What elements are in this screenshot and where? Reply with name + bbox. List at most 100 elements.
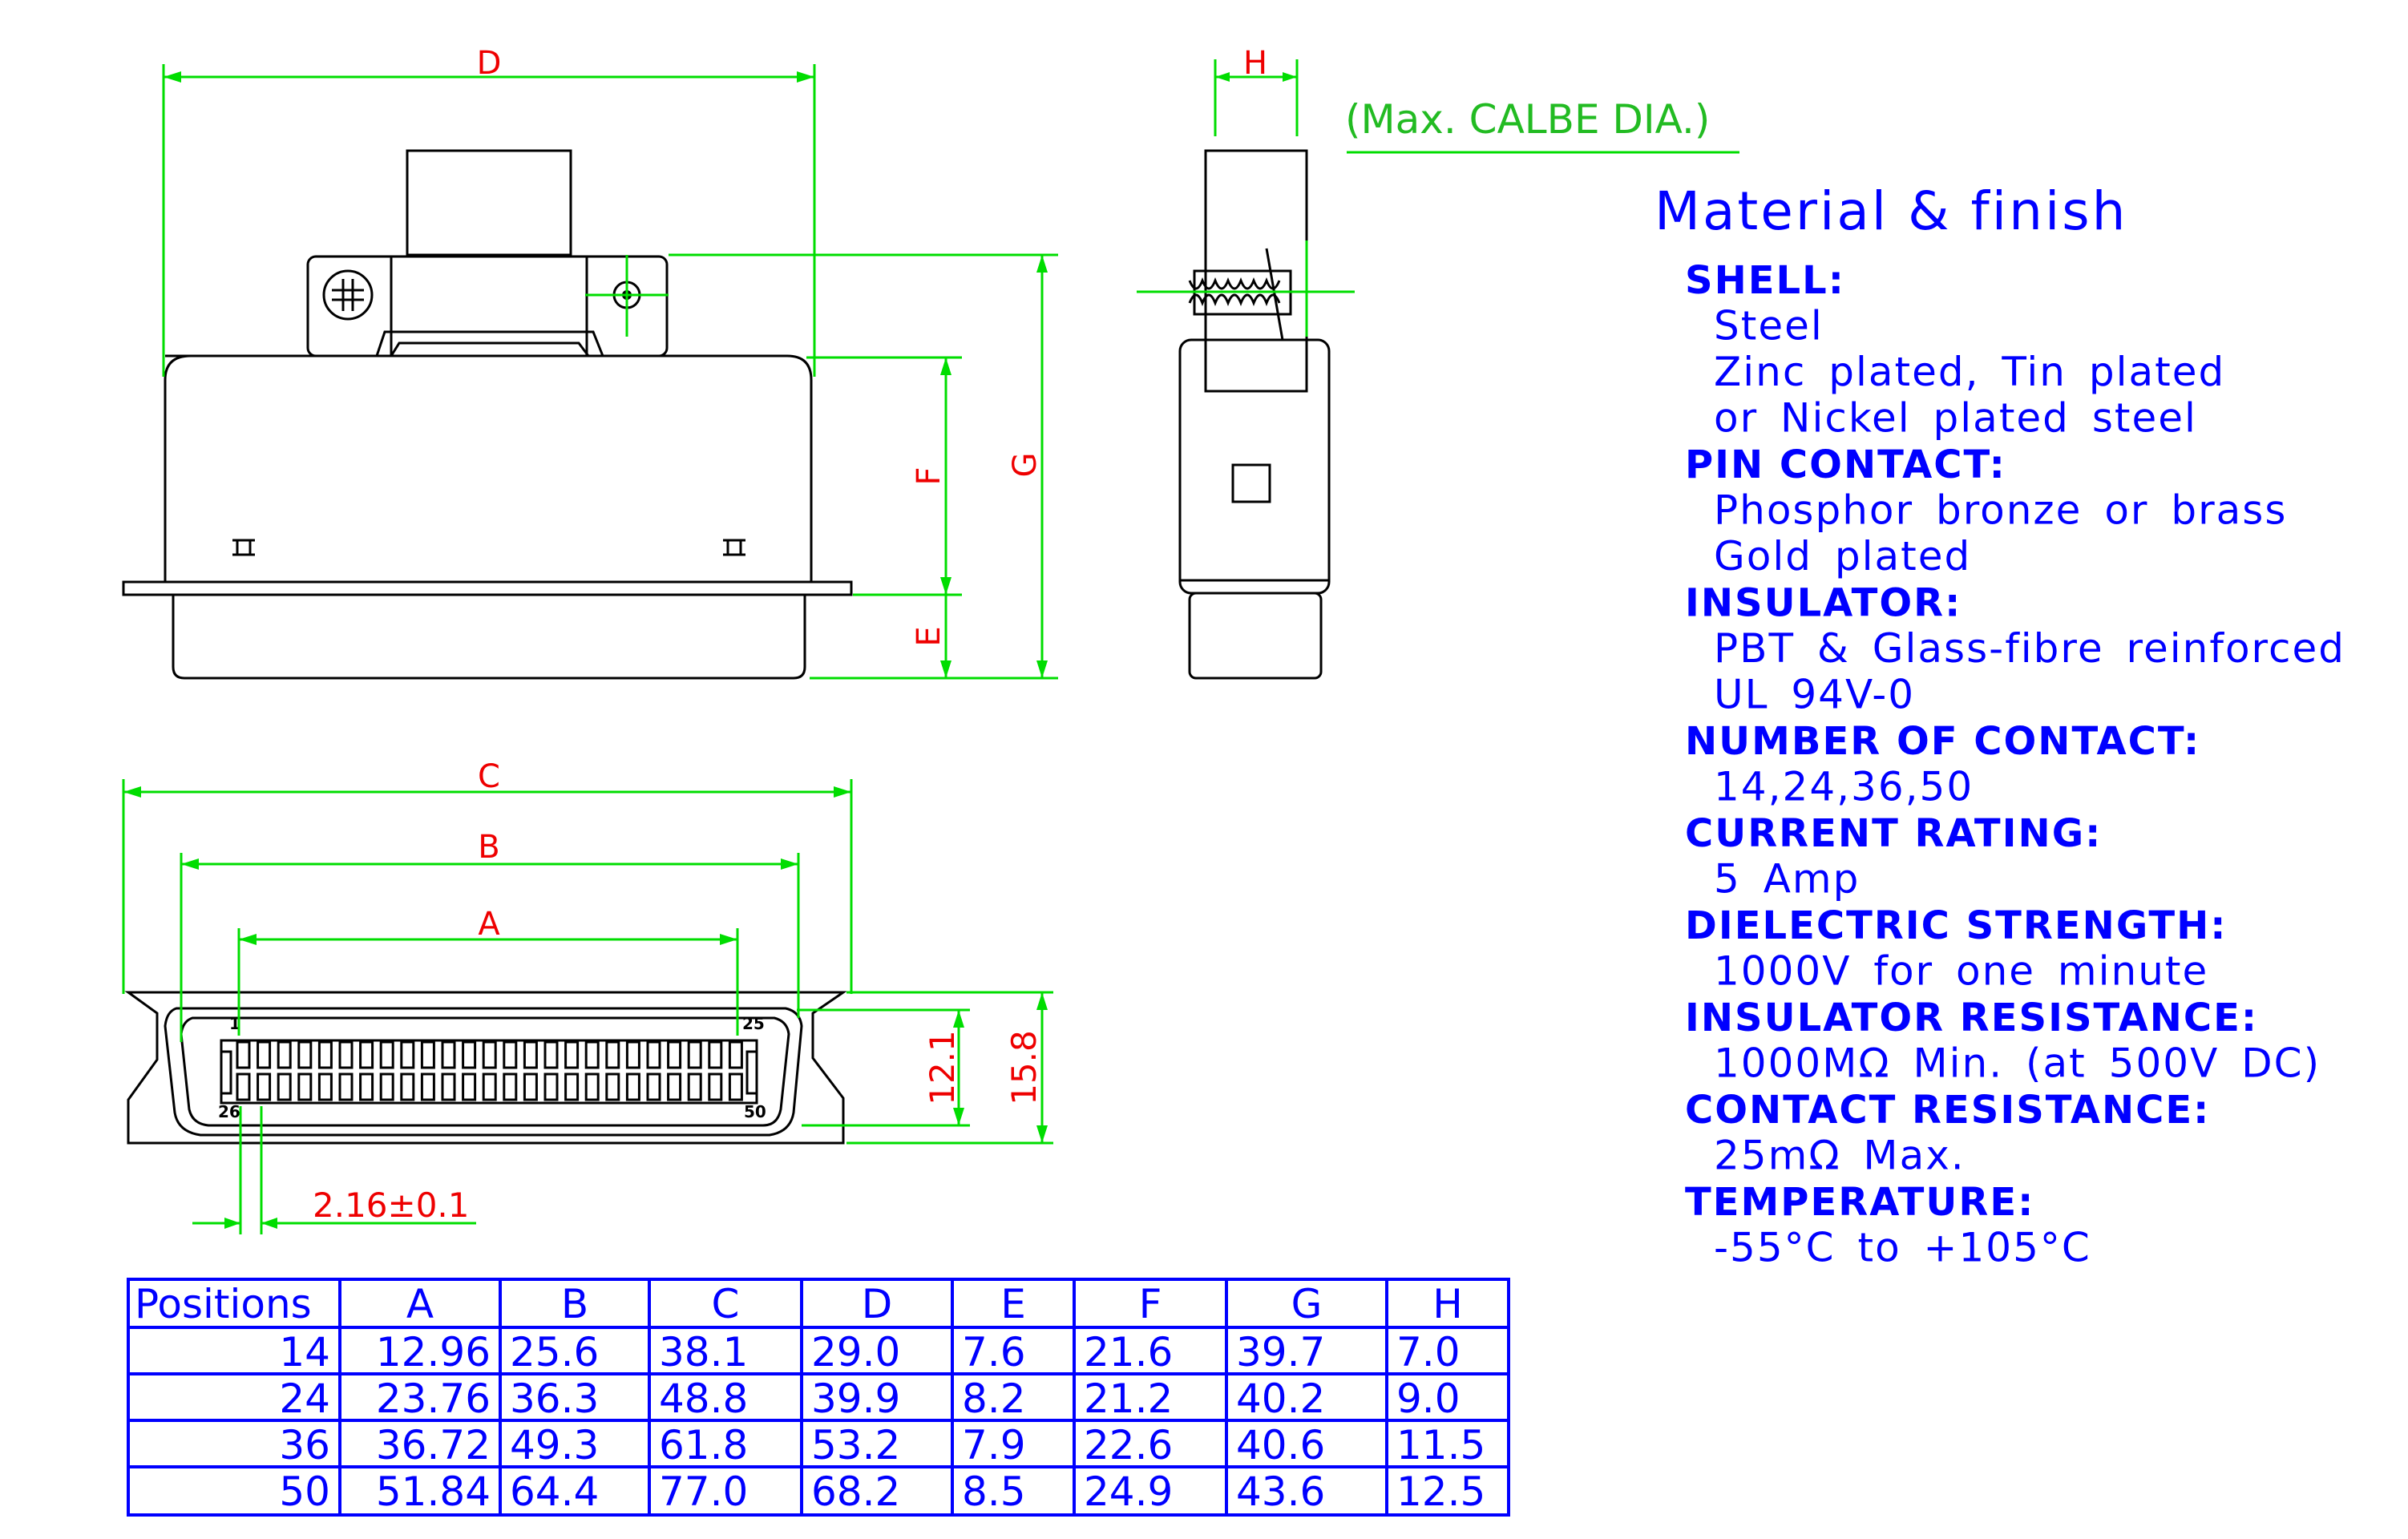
pin-contact <box>728 1040 743 1069</box>
pin-contact <box>543 1040 559 1069</box>
table-cell: 61.8 <box>659 1422 748 1468</box>
screw-icon <box>322 269 374 321</box>
pin-contact <box>257 1040 272 1069</box>
table-cell: 12.5 <box>1396 1468 1485 1515</box>
table-cell: 14 <box>279 1329 330 1375</box>
spec-label: CURRENT RATING: <box>1685 811 2102 856</box>
pin-contact <box>605 1040 620 1069</box>
spec-value: Phosphor bronze or brass <box>1714 487 2287 534</box>
dim-label-15-8: 15.8 <box>1004 1030 1044 1105</box>
dim-label-b: B <box>478 829 499 866</box>
pin-contact <box>297 1072 313 1101</box>
table-cell: 49.3 <box>510 1422 599 1468</box>
pin-contact <box>667 1040 682 1069</box>
table-cell: 11.5 <box>1396 1422 1485 1468</box>
pin-contact <box>441 1040 456 1069</box>
table-cell: 24.9 <box>1084 1468 1173 1515</box>
pin-label-26: 26 <box>218 1102 240 1121</box>
table-cell: 77.0 <box>659 1468 748 1515</box>
table-cell: 25.6 <box>510 1329 599 1375</box>
table-cell: 36.72 <box>376 1422 491 1468</box>
face-dimensions <box>122 779 1053 1234</box>
pin-contact <box>503 1072 518 1101</box>
spec-label: NUMBER OF CONTACT: <box>1685 719 2200 764</box>
table-cell: 7.9 <box>962 1422 1026 1468</box>
pin-contact <box>257 1072 272 1101</box>
pin-contact <box>338 1040 354 1069</box>
spec-value: Gold plated <box>1714 533 1971 580</box>
pin-contact <box>462 1072 477 1101</box>
spec-label: SHELL: <box>1685 258 1845 303</box>
pin-contact <box>564 1040 580 1069</box>
table-header-cell: E <box>1000 1281 1026 1327</box>
table-cell: 39.7 <box>1236 1329 1325 1375</box>
spec-label: PIN CONTACT: <box>1685 442 2006 487</box>
dim-label-a: A <box>478 906 500 943</box>
pin-contact <box>277 1072 292 1101</box>
pin-contact <box>646 1072 661 1101</box>
table-cell: 29.0 <box>811 1329 900 1375</box>
pin-contact <box>625 1072 640 1101</box>
spec-label: TEMPERATURE: <box>1685 1180 2034 1225</box>
dim-label-e: E <box>911 626 947 646</box>
table-cell: 39.9 <box>811 1375 900 1422</box>
table-cell: 43.6 <box>1236 1468 1325 1515</box>
pin-contact <box>400 1072 415 1101</box>
table-cell: 23.76 <box>376 1375 491 1422</box>
front-dimensions <box>162 64 1058 680</box>
clamp-bracket <box>306 255 669 357</box>
dim-label-g: G <box>1007 453 1044 478</box>
plug-face <box>172 595 806 680</box>
pin-contact <box>236 1072 251 1101</box>
pin-contact <box>687 1072 702 1101</box>
pin-contact <box>708 1040 723 1069</box>
pin-contact <box>236 1040 251 1069</box>
shell-body <box>122 354 853 596</box>
pin-contact <box>605 1072 620 1101</box>
spec-label: CONTACT RESISTANCE: <box>1685 1088 2210 1133</box>
spec-value: 25mΩ Max. <box>1714 1133 1966 1179</box>
dim-label-c: C <box>478 758 500 795</box>
table-header-cell: A <box>406 1281 434 1327</box>
table-cell: 8.2 <box>962 1375 1026 1422</box>
cable-boot <box>406 149 572 256</box>
pin-contact <box>708 1072 723 1101</box>
table-border <box>127 1278 1510 1517</box>
pin-contact <box>687 1040 702 1069</box>
table-cell: 36.3 <box>510 1375 599 1422</box>
table-cell: 24 <box>279 1375 330 1422</box>
table-cell: 22.6 <box>1084 1422 1173 1468</box>
pin-contact <box>297 1040 313 1069</box>
pin-contact <box>420 1072 435 1101</box>
table-header-cell: Positions <box>135 1281 312 1327</box>
pin-label-1: 1 <box>229 1014 240 1033</box>
spec-value: 5 Amp <box>1714 856 1860 903</box>
pin-contact <box>543 1072 559 1101</box>
spec-value: or Nickel plated steel <box>1714 395 2197 442</box>
table-cell: 40.2 <box>1236 1375 1325 1422</box>
spec-label: DIELECTRIC STRENGTH: <box>1685 903 2228 948</box>
pin-contact <box>420 1040 435 1069</box>
spec-value: 1000V for one minute <box>1714 948 2208 995</box>
material-heading: Material & finish <box>1654 180 2128 242</box>
pin-contact <box>625 1040 640 1069</box>
pin-contact <box>482 1040 497 1069</box>
dim-label-h: H <box>1243 45 1267 82</box>
table-cell: 21.2 <box>1084 1375 1173 1422</box>
dim-label-d: D <box>477 45 502 82</box>
table-cell: 7.0 <box>1396 1329 1461 1375</box>
table-header-cell: D <box>862 1281 893 1327</box>
pin-contact <box>728 1072 743 1101</box>
spring-icon <box>1188 277 1281 290</box>
spec-value: UL 94V-0 <box>1714 672 1915 718</box>
table-cell: 51.84 <box>376 1468 491 1515</box>
table-cell: 50 <box>279 1468 330 1515</box>
spec-value: Steel <box>1714 303 1824 349</box>
pin-contact <box>584 1040 600 1069</box>
pin-contact <box>564 1072 580 1101</box>
mating-face-view <box>124 991 847 1145</box>
pin-contact <box>379 1072 394 1101</box>
latch-mark-left <box>232 539 255 556</box>
table-header-cell: G <box>1291 1281 1323 1327</box>
